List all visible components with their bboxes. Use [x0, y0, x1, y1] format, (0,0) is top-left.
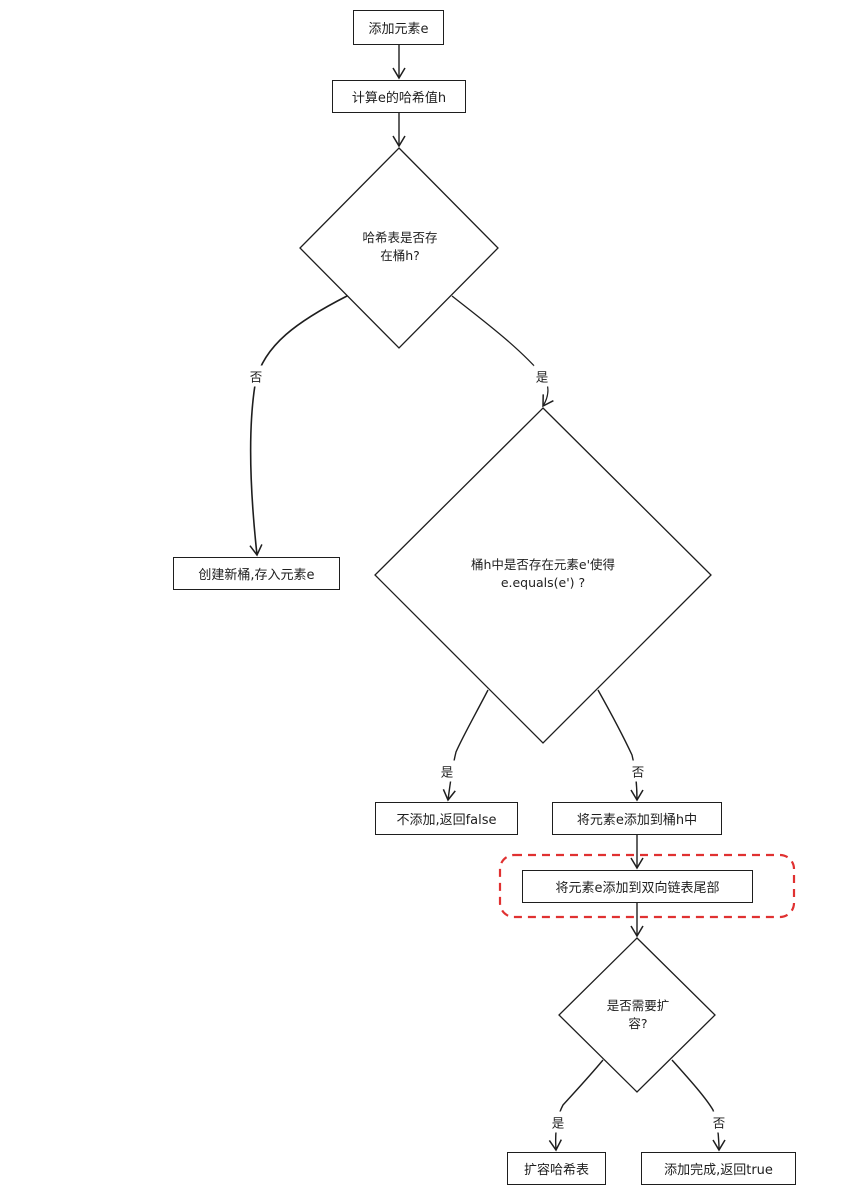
node-no-add: 不添加,返回false: [375, 802, 518, 835]
decision-equals-text: 桶h中是否存在元素e'使得 e.equals(e') ?: [471, 556, 615, 592]
node-compute-hash: 计算e的哈希值h: [332, 80, 466, 113]
node-create-bucket: 创建新桶,存入元素e: [173, 557, 340, 590]
highlight-dashed-frame: [498, 853, 796, 919]
edge-label-resize-yes: 是: [549, 1111, 567, 1133]
node-resize: 扩容哈希表: [507, 1152, 606, 1185]
decision-equals-line2: e.equals(e') ?: [500, 575, 586, 590]
edge-label-resize-no: 否: [710, 1111, 728, 1133]
edge-equals-yes: [442, 689, 489, 802]
decision-resize-diamond: [558, 937, 716, 1093]
node-add-to-bucket: 将元素e添加到桶h中: [552, 802, 722, 835]
edge-resize-yes: [548, 1059, 604, 1152]
decision-resize-line1: 是否需要扩: [606, 998, 670, 1013]
node-add-to-linked-list: 将元素e添加到双向链表尾部: [522, 870, 753, 903]
node-done: 添加完成,返回true: [641, 1152, 796, 1185]
edge-bucket-no: [249, 295, 348, 557]
decision-bucket-exists-diamond: [299, 147, 499, 349]
node-add-element: 添加元素e: [353, 10, 444, 45]
decision-resize-text: 是否需要扩 容?: [607, 997, 670, 1033]
edge-label-bucket-no: 否: [247, 365, 265, 387]
edge-bucket-yes: [451, 295, 554, 408]
decision-equals-line1: 桶h中是否存在元素e'使得: [470, 557, 616, 572]
edge-label-bucket-yes: 是: [533, 365, 551, 387]
edge-label-equals-no: 否: [629, 760, 647, 782]
decision-bucket-exists-line2: 在桶h?: [380, 248, 420, 263]
decision-bucket-exists-line1: 哈希表是否存: [362, 230, 438, 245]
decision-equals-diamond: [374, 407, 712, 744]
edge-label-equals-yes: 是: [438, 760, 456, 782]
decision-bucket-exists-text: 哈希表是否存 在桶h?: [362, 229, 437, 265]
edge-equals-no: [597, 689, 644, 802]
edge-resize-no: [671, 1059, 726, 1152]
decision-resize-line2: 容?: [628, 1016, 648, 1031]
